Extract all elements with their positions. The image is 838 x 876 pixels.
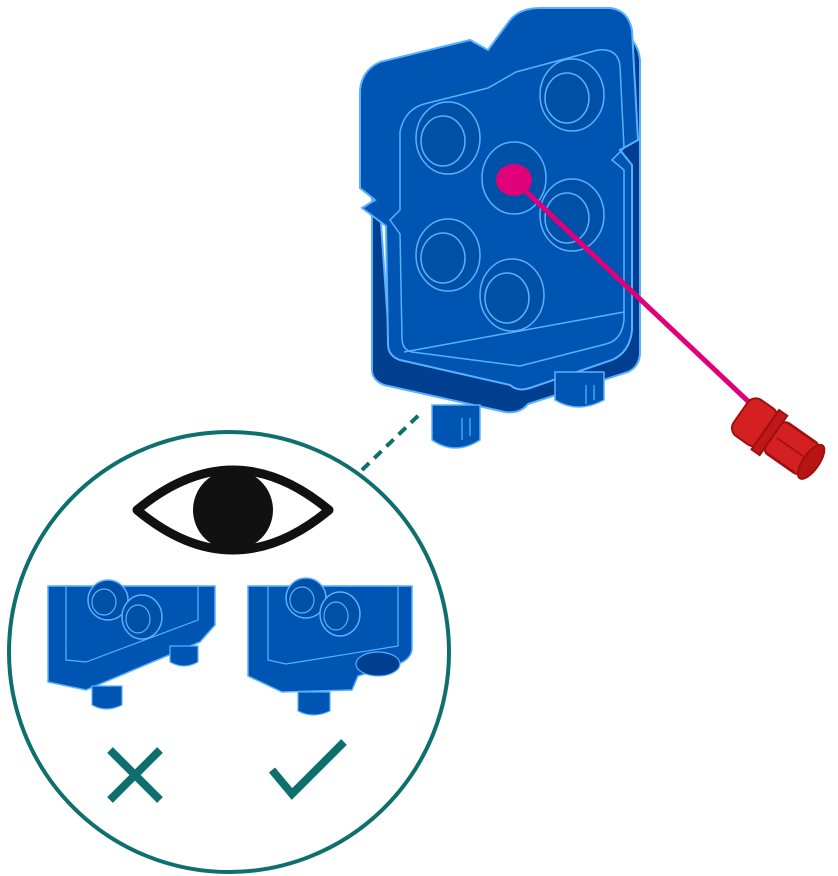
stud [540,59,604,131]
orientation-callout [9,412,449,872]
bottom-peg [432,405,480,448]
red-axle-pin [727,393,832,486]
notch [356,652,400,676]
blue-plate-brick [360,8,640,448]
bottom-peg [555,372,604,407]
callout-leader [362,412,422,470]
stud [416,102,480,174]
stud [480,259,544,331]
stud [416,219,480,291]
insertion-target-dot [496,164,532,196]
